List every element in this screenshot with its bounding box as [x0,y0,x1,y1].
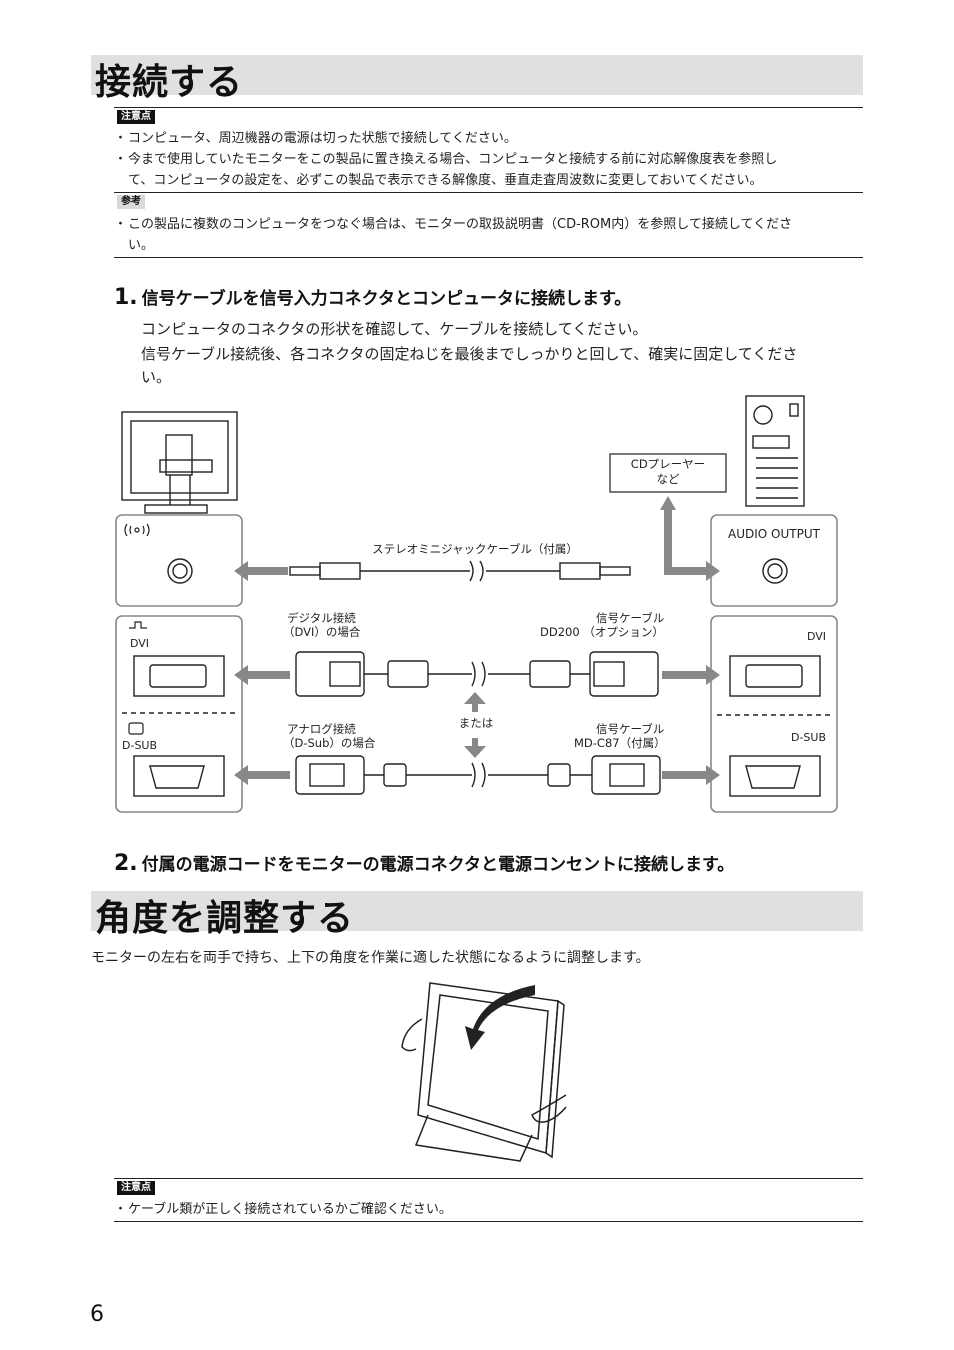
monitor-audio-panel [115,514,243,607]
dvi-label-right: DVI [807,630,826,643]
digital-connection-label-2: （DVI）の場合 [283,625,361,639]
cd-player-label-1: CDプレーヤー [631,457,705,471]
cd-player-label-2: など [657,472,680,486]
dsub-port-left [133,755,225,797]
dvi-label-left: DVI [130,637,149,650]
dvi-port-right [729,655,821,697]
reference-tag: 参考 [117,195,145,209]
pc-tower-illustration [745,395,805,507]
angle-caution-top-rule [114,1178,863,1179]
reference-item-1-cont: い。 [128,238,155,253]
reference-bottom-rule [114,257,863,258]
caution-top-rule [114,107,863,108]
step2-heading: 2.付属の電源コードをモニターの電源コネクタと電源コンセントに接続します。 [114,851,735,876]
angle-caution-item-1: ・ケーブル類が正しく接続されているかご確認ください。 [114,1202,452,1217]
audio-output-label: AUDIO OUTPUT [728,527,821,541]
angle-caution-tag: 注意点 [117,1181,155,1195]
connection-arrows [234,496,720,785]
tilt-illustration [401,982,567,1162]
caution-item-1: ・コンピュータ、周辺機器の電源は切った状態で接続してください。 [114,131,517,146]
pc-signal-panel [710,615,838,813]
cd-player-box [609,453,727,493]
page-number: 6 [90,1302,104,1327]
reference-rule [114,192,863,193]
step1-heading: 1.信号ケーブルを信号入力コネクタとコンピュータに接続します。 [114,285,632,310]
or-label: または [459,716,494,730]
dvi-port-left [133,655,225,697]
angle-body-text: モニターの左右を両手で持ち、上下の角度を作業に適した状態になるように調整します。 [91,950,650,966]
audio-in-jack-left [167,558,193,584]
cable-dd200-label-2: DD200 （オプション） [540,625,664,639]
dsub-label-left: D-SUB [122,739,157,752]
caution-item-2: ・今まで使用していたモニターをこの製品に置き換える場合、コンピュータと接続する前… [114,152,778,167]
stereo-cable-illustration [289,560,631,582]
dsub-signal-icon [128,722,144,735]
cable-mdc87-label-1: 信号ケーブル [596,722,664,736]
dvi-cable-illustration [295,651,659,697]
monitor-illustration [121,411,238,514]
section-bar-angle: 角度を調整する [91,891,863,939]
digital-connection-label-1: デジタル接続 [287,611,356,625]
audio-input-icon [124,523,150,537]
step1-line-2: 信号ケーブル接続後、各コネクタの固定ねじを最後までしっかりと回して、確実に固定し… [141,345,798,363]
caution-tag: 注意点 [117,110,155,124]
cable-mdc87-label-2: MD-C87（付属） [574,736,666,750]
audio-out-jack-right [762,558,788,584]
monitor-signal-panel [115,615,243,813]
analog-connection-label-1: アナログ接続 [287,722,356,736]
dvi-signal-icon [129,621,147,629]
dsub-cable-illustration [295,755,661,795]
dsub-label-right: D-SUB [791,731,826,744]
cable-dd200-label-1: 信号ケーブル [596,611,664,625]
pc-audio-panel [710,514,838,607]
stereo-cable-label: ステレオミニジャックケーブル（付属） [372,542,578,556]
step1-line-3: い。 [141,368,172,386]
step1-line-1: コンピュータのコネクタの形状を確認して、ケーブルを接続してください。 [141,320,648,338]
angle-caution-bottom-rule [114,1221,863,1222]
reference-item-1: ・この製品に複数のコンピュータをつなぐ場合は、モニターの取扱説明書（CD-ROM… [114,217,793,232]
dsub-port-right [729,755,821,797]
caution-item-2-cont: て、コンピュータの設定を、必ずこの製品で表示できる解像度、垂直走査周波数に変更し… [128,173,763,188]
tilt-direction-arrow [465,985,535,1050]
analog-connection-label-2: （D-Sub）の場合 [283,736,376,750]
section-title-angle: 角度を調整する [95,898,355,939]
section-title-connect: 接続する [95,62,244,103]
section-bar-connect: 接続する [91,55,863,103]
